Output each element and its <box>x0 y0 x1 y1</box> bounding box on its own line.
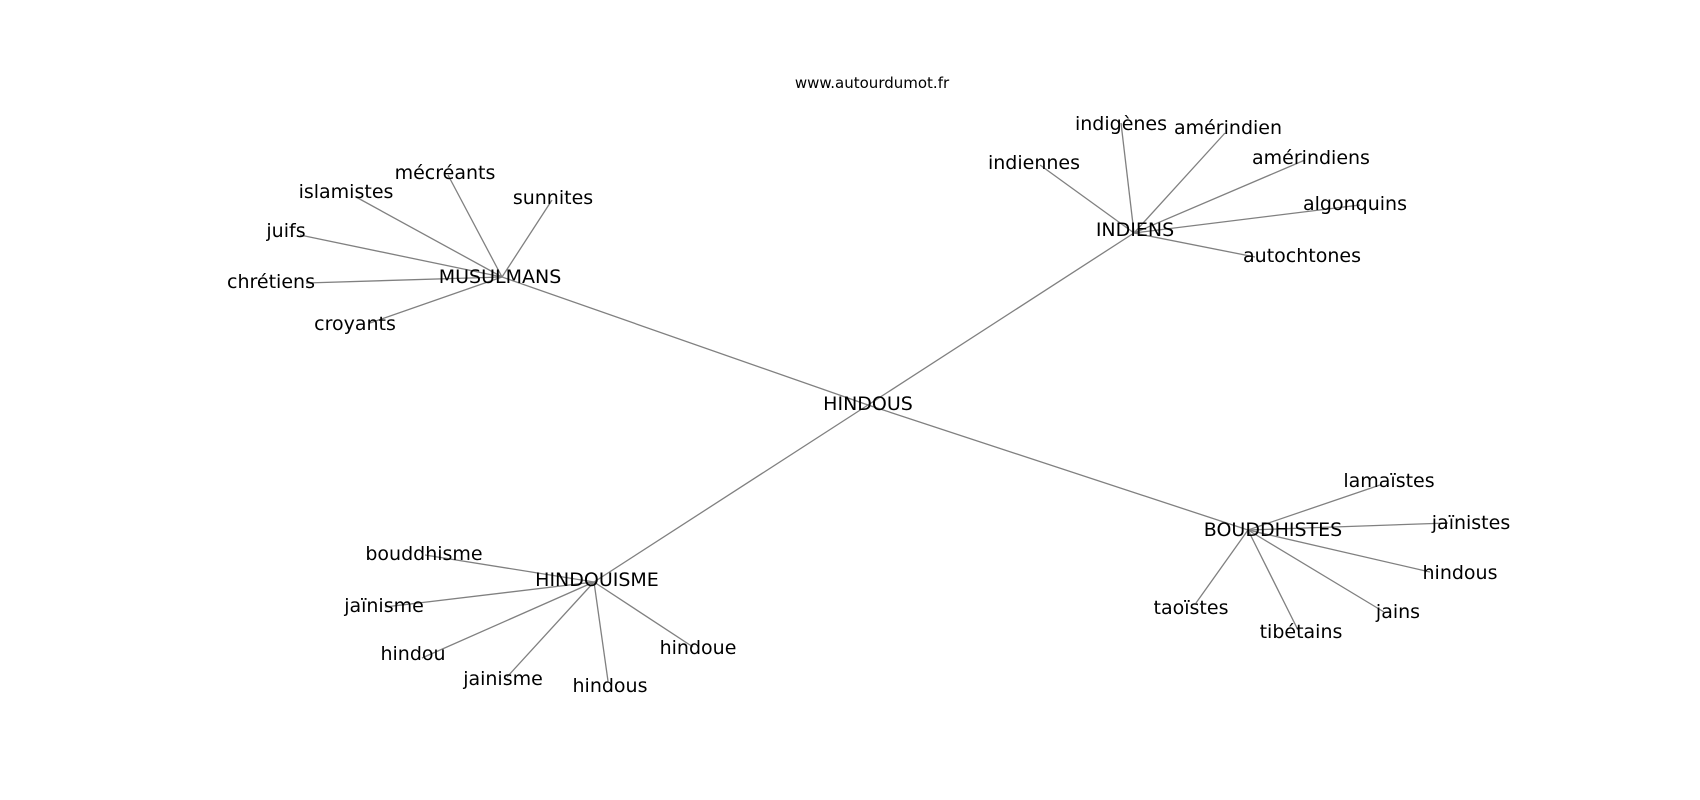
word-node-label: amérindiens <box>1252 147 1370 169</box>
word-node-label: hindoue <box>660 637 737 659</box>
word-node-label: hindous <box>1423 562 1498 584</box>
word-node-label: tibétains <box>1260 621 1343 643</box>
edge-hub-to-word <box>1247 529 1431 573</box>
word-node-label: indiennes <box>988 152 1080 174</box>
word-node-label: jaïnistes <box>1431 512 1510 534</box>
word-node-label: bouddhisme <box>365 543 482 565</box>
word-node-label: jaïnisme <box>343 595 424 617</box>
edge-hub-to-word <box>369 276 503 324</box>
edge-hub-to-word <box>305 276 503 284</box>
word-node-label: algonquins <box>1303 193 1407 215</box>
edge-root-to-hub <box>501 276 869 406</box>
edge-hub-to-word <box>593 581 694 648</box>
edge-root-to-hub <box>867 232 1135 406</box>
word-node-label: amérindien <box>1174 117 1282 139</box>
word-node-label: indigènes <box>1075 113 1167 135</box>
edge-hub-to-word <box>501 199 553 278</box>
site-label: www.autourdumot.fr <box>795 74 950 92</box>
edge-root-to-hub <box>593 404 869 583</box>
word-node-label: taoïstes <box>1154 597 1229 619</box>
hub-node-label: BOUDDHISTES <box>1204 519 1342 541</box>
edge-root-to-hub <box>867 404 1249 531</box>
edge-hub-to-word <box>1133 204 1361 234</box>
edge-hub-to-word <box>593 581 609 682</box>
edge-hub-to-word <box>1247 529 1299 631</box>
labels-layer: HINDOUS MUSULMANS mécréants sunnites islamis… <box>227 113 1510 697</box>
word-node-label: hindous <box>573 675 648 697</box>
edge-hub-to-word <box>299 234 503 278</box>
word-node-label: autochtones <box>1243 245 1361 267</box>
edge-hub-to-word <box>1247 529 1385 613</box>
edge-hub-to-word <box>1247 484 1381 531</box>
word-node-label: mécréants <box>395 162 496 184</box>
word-node-label: juifs <box>265 220 305 242</box>
edge-hub-to-word <box>1195 529 1249 604</box>
edge-hub-to-word <box>447 174 503 278</box>
edge-hub-to-word <box>384 581 595 608</box>
hub-node-label: HINDOUISME <box>535 569 659 591</box>
word-node-label: jains <box>1375 601 1420 623</box>
edge-hub-to-word <box>355 196 503 278</box>
edge-hub-to-word <box>506 581 595 678</box>
edges-layer <box>299 122 1449 682</box>
word-node-label: lamaïstes <box>1343 470 1434 492</box>
edge-hub-to-word <box>1133 159 1306 234</box>
edge-hub-to-word <box>1120 122 1135 234</box>
word-node-label: islamistes <box>299 181 394 203</box>
hub-node-label: MUSULMANS <box>439 266 562 288</box>
word-node-label: jainisme <box>462 668 543 690</box>
edge-hub-to-word <box>1247 522 1449 531</box>
edge-hub-to-word <box>421 581 595 659</box>
word-node-label: chrétiens <box>227 271 315 293</box>
edge-hub-to-word <box>1039 164 1135 234</box>
edge-hub-to-word <box>1133 232 1256 258</box>
word-node-label: hindou <box>380 643 445 665</box>
hub-node-label: INDIENS <box>1096 219 1174 241</box>
word-node-label: sunnites <box>513 187 593 209</box>
edge-hub-to-word <box>1133 132 1226 234</box>
edge-hub-to-word <box>424 554 595 583</box>
root-node-label: HINDOUS <box>823 393 913 415</box>
word-node-label: croyants <box>314 313 396 335</box>
